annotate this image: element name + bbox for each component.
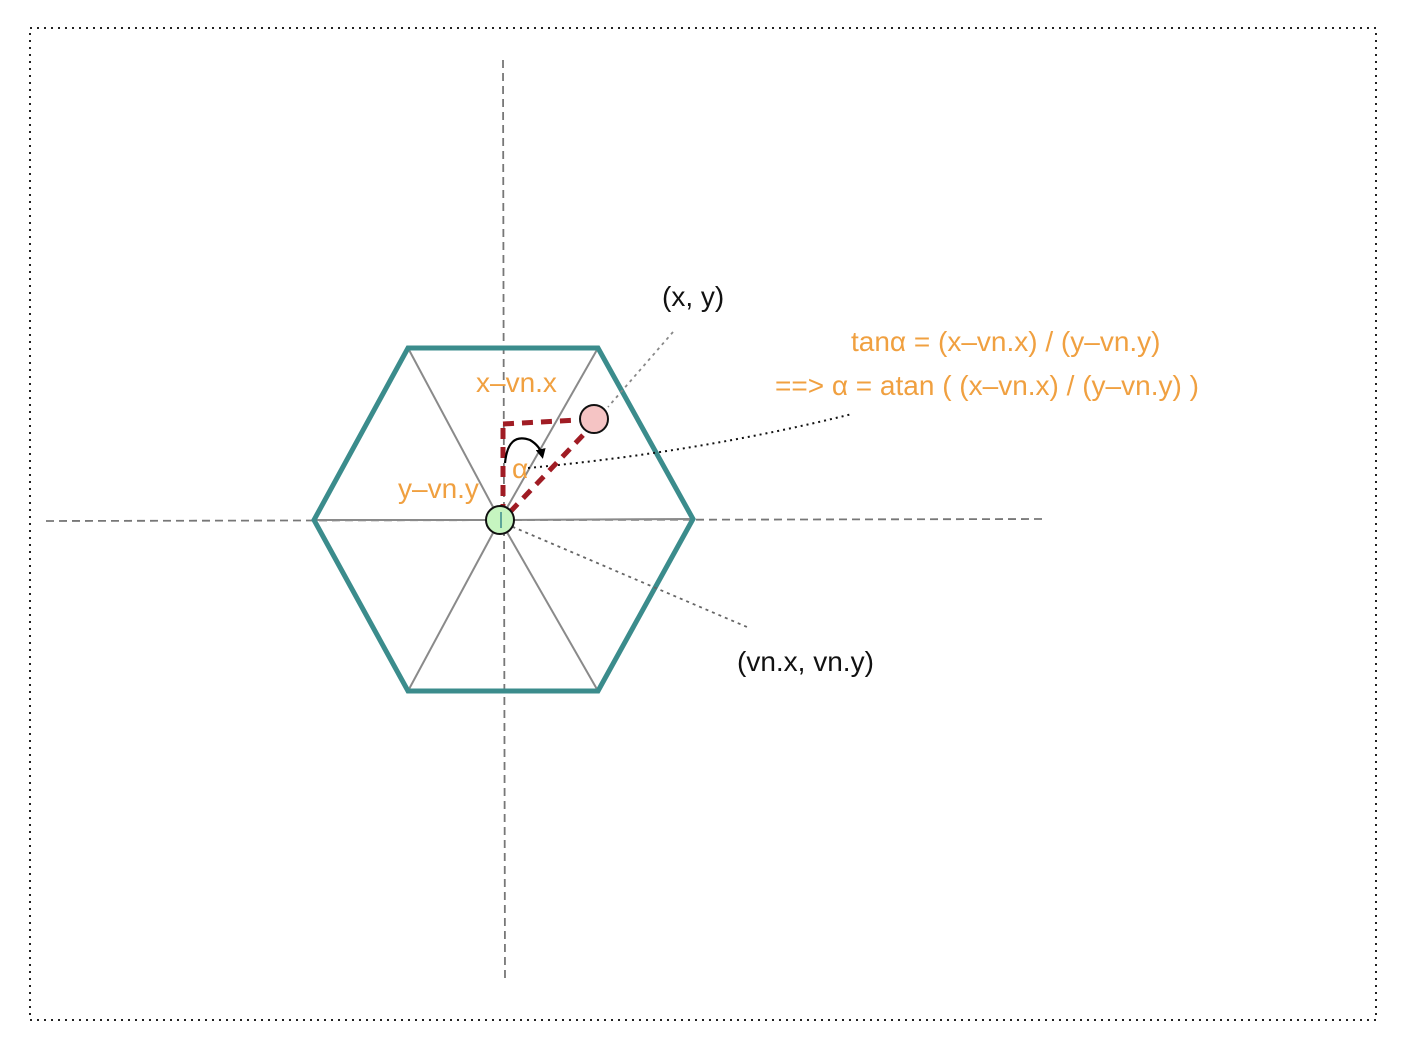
alpha-arc-arrow bbox=[503, 437, 546, 464]
leader-curve-alpha bbox=[527, 413, 853, 469]
hexagon-spokes bbox=[314, 347, 694, 692]
spoke-top-left bbox=[407, 347, 501, 521]
label-alpha: α bbox=[512, 453, 528, 484]
leader-line-vn bbox=[505, 523, 748, 628]
label-dy: y–vn.y bbox=[398, 473, 479, 504]
leader-line-xy bbox=[607, 331, 674, 408]
delta-dashed-path bbox=[500, 417, 588, 515]
spoke-bottom-left bbox=[407, 519, 501, 692]
label-point-xy: (x, y) bbox=[662, 281, 724, 312]
label-dx: x–vn.x bbox=[476, 367, 557, 398]
center-point bbox=[485, 505, 515, 535]
label-point-vn: (vn.x, vn.y) bbox=[737, 646, 874, 677]
dx-dashed-segment bbox=[502, 417, 579, 427]
formula-atan: ==> α = atan ( (x–vn.x) / (y–vn.y) ) bbox=[775, 370, 1199, 401]
target-point bbox=[579, 404, 609, 434]
spoke-bottom-right bbox=[499, 519, 599, 692]
spoke-right bbox=[499, 518, 694, 521]
diagram-frame bbox=[29, 27, 1377, 1021]
formula-tan: tanα = (x–vn.x) / (y–vn.y) bbox=[851, 326, 1161, 357]
hexagon-outline bbox=[311, 345, 696, 694]
spoke-top-right bbox=[499, 347, 599, 521]
